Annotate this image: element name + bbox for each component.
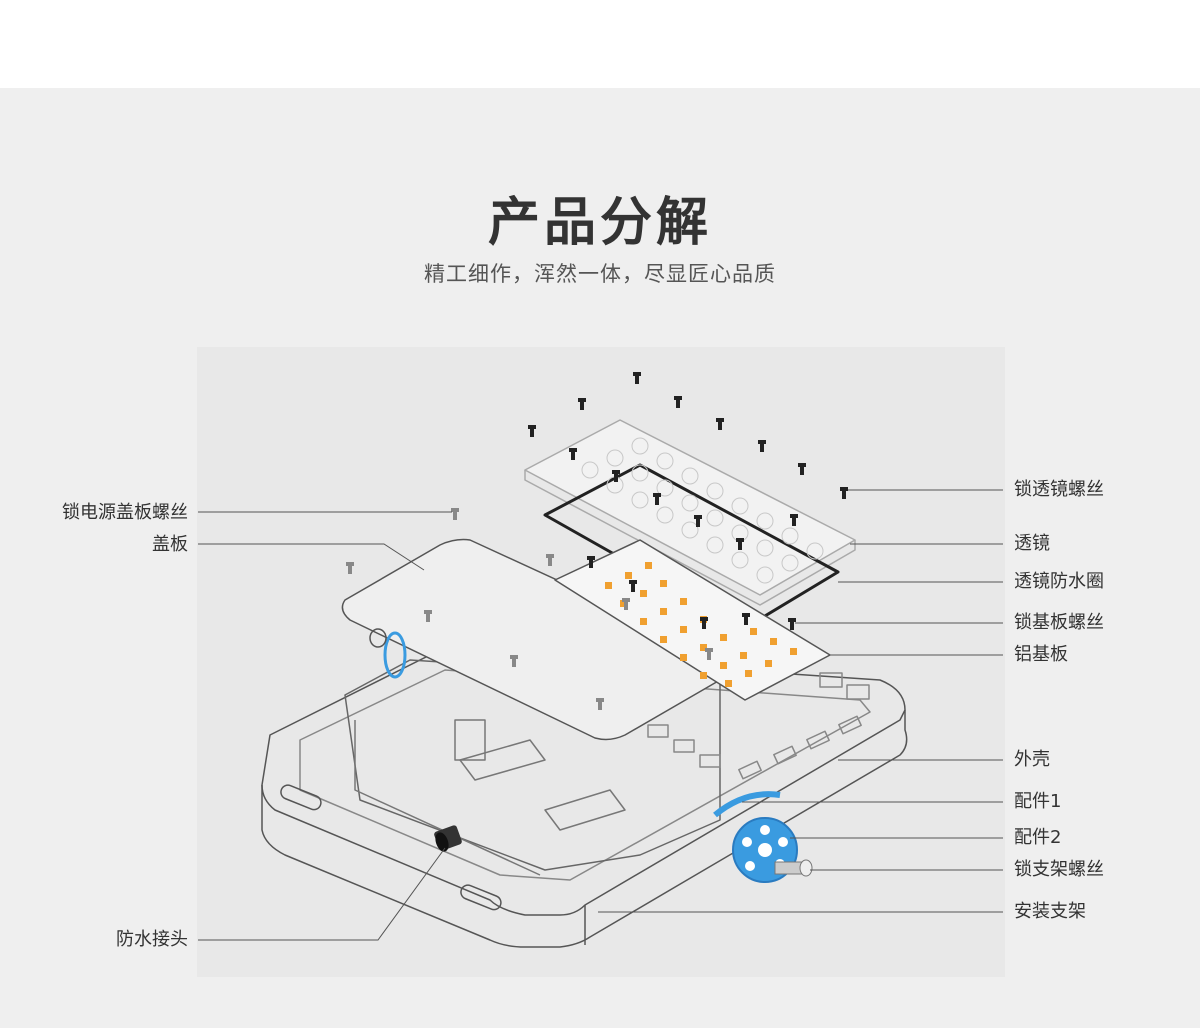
- callout-aluminum-substrate: 铝基板: [1014, 644, 1068, 665]
- page-subtitle: 精工细作，浑然一体，尽显匠心品质: [424, 262, 776, 286]
- callout-part-2: 配件2: [1014, 827, 1062, 848]
- screw-icon: [587, 556, 595, 568]
- screw-icon: [742, 613, 750, 625]
- screw-icon: [705, 648, 713, 660]
- lens-outline: [524, 419, 856, 596]
- bracket-assembly: [713, 791, 813, 883]
- callout-part-1: 配件1: [1014, 791, 1062, 812]
- callout-lens: 透镜: [1014, 533, 1050, 554]
- screw-icon: [510, 655, 518, 667]
- callout-cover-plate: 盖板: [152, 534, 188, 555]
- screw-icon: [612, 470, 620, 482]
- page-title: 产品分解: [487, 193, 712, 253]
- screw-icon: [788, 618, 796, 630]
- screw-icon: [629, 580, 637, 592]
- screw-icon: [596, 698, 604, 710]
- screw-icon: [674, 396, 682, 408]
- callout-bracket-screw: 锁支架螺丝: [1014, 859, 1104, 880]
- screw-icon: [694, 515, 702, 527]
- callout-mounting-bracket: 安装支架: [1014, 901, 1086, 922]
- screw-icon: [424, 610, 432, 622]
- screw-icon: [700, 617, 708, 629]
- callout-housing: 外壳: [1014, 749, 1050, 770]
- screw-icon: [451, 508, 459, 520]
- top-band: [0, 0, 1200, 88]
- screw-icon: [653, 493, 661, 505]
- waterproof-connector-part: [434, 825, 462, 852]
- screw-icon: [758, 440, 766, 452]
- screw-icon: [716, 418, 724, 430]
- screw-icon: [546, 554, 554, 566]
- housing-outline: [261, 649, 906, 916]
- leader-line-waterproof-connector: [198, 847, 446, 941]
- callout-lens-seal: 透镜防水圈: [1014, 571, 1104, 592]
- callout-waterproof-connector: 防水接头: [116, 929, 188, 950]
- screw-icon: [578, 398, 586, 410]
- screw-icon: [840, 487, 848, 499]
- screw-icon: [798, 463, 806, 475]
- screw-icon: [633, 372, 641, 384]
- screw-icon: [790, 514, 798, 526]
- callout-substrate-screw: 锁基板螺丝: [1014, 612, 1104, 633]
- leader-line-cover-plate: [198, 543, 425, 571]
- screw-icon: [346, 562, 354, 574]
- callout-lens-screw: 锁透镜螺丝: [1014, 479, 1104, 500]
- screw-icon: [622, 598, 630, 610]
- callout-lock-power-cover-screw: 锁电源盖板螺丝: [62, 502, 188, 523]
- screw-icon: [528, 425, 536, 437]
- screw-icon: [569, 448, 577, 460]
- screw-icon: [736, 538, 744, 550]
